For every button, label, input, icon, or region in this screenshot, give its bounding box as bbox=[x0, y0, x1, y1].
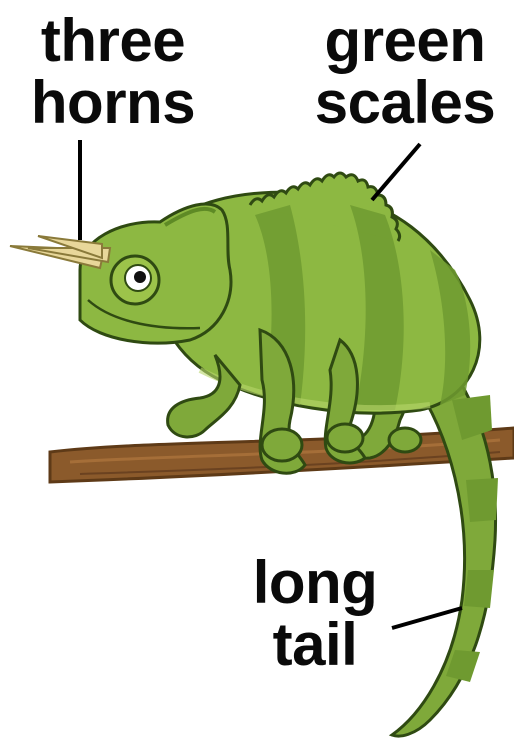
label-line: horns bbox=[18, 72, 208, 134]
head bbox=[80, 204, 231, 343]
label-line: three bbox=[18, 10, 208, 72]
scales-leader-line bbox=[372, 144, 420, 200]
green-scales-label: green scales bbox=[300, 10, 510, 134]
three-horns-label: three horns bbox=[18, 10, 208, 134]
long-tail-label: long tail bbox=[225, 552, 405, 676]
label-line: scales bbox=[300, 72, 510, 134]
label-line: tail bbox=[225, 614, 405, 676]
label-line: long bbox=[225, 552, 405, 614]
label-line: green bbox=[300, 10, 510, 72]
